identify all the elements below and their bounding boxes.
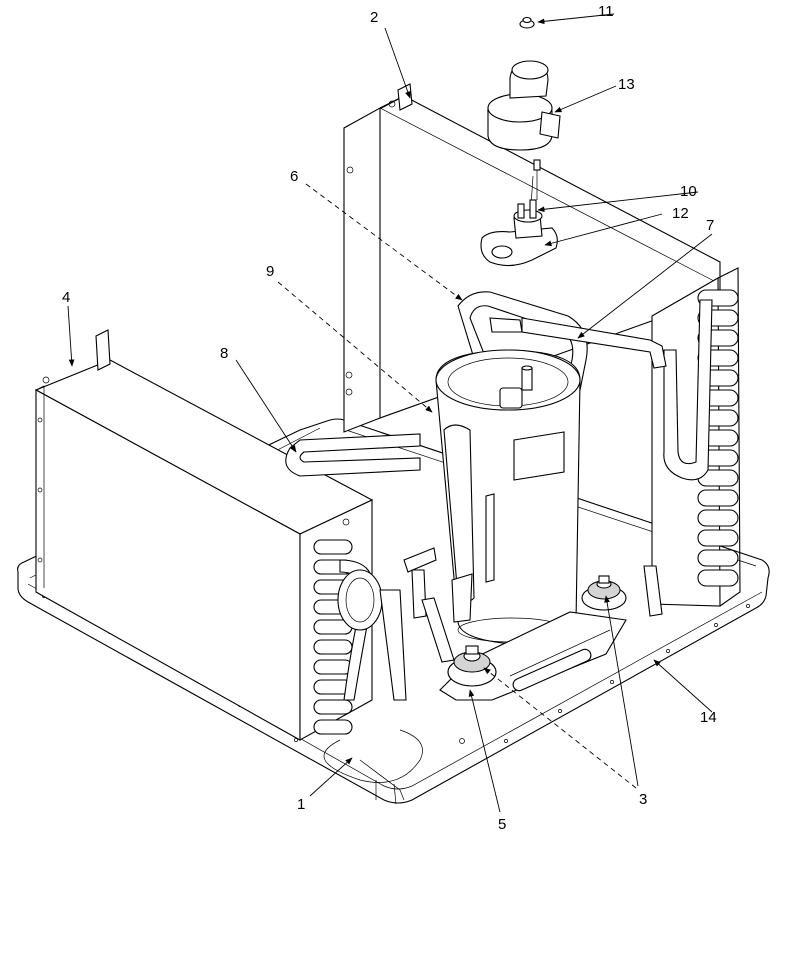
leader-lines xyxy=(67,13,713,813)
callout-13: 13 xyxy=(618,76,635,93)
callout-1: 1 xyxy=(297,796,305,813)
callout-5: 5 xyxy=(498,816,506,833)
suction-tube-loop xyxy=(285,433,421,477)
callout-9: 9 xyxy=(266,263,274,280)
callout-14: 14 xyxy=(700,709,717,726)
compressor xyxy=(435,349,581,645)
callout-labels: 1 2 3 4 5 6 7 8 9 10 11 12 13 14 xyxy=(62,3,717,833)
callout-2: 2 xyxy=(370,9,378,26)
callout-4: 4 xyxy=(62,289,70,306)
callout-6: 6 xyxy=(290,168,298,185)
overload-assembly xyxy=(480,16,561,267)
callout-3: 3 xyxy=(639,791,647,808)
callout-11: 11 xyxy=(598,3,614,20)
callout-12: 12 xyxy=(672,205,689,222)
callout-7: 7 xyxy=(706,217,714,234)
compressor-mounts xyxy=(439,575,627,701)
right-condenser-coil xyxy=(643,267,741,617)
discharge-tube xyxy=(457,291,667,391)
left-condenser-coil xyxy=(34,329,374,741)
callout-8: 8 xyxy=(220,345,228,362)
callout-10: 10 xyxy=(680,183,697,200)
capillary-tubing xyxy=(337,547,455,701)
